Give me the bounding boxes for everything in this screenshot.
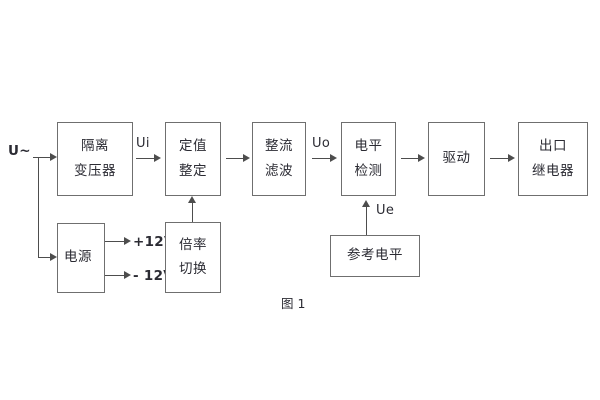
block-drive[interactable]: 驱动 <box>428 122 485 196</box>
arrowhead-drive-to-relay <box>508 154 515 162</box>
input-branch-trunk-wire <box>38 157 39 258</box>
wire-to-power-supply <box>38 257 52 258</box>
input-source-label: U~ <box>8 143 31 159</box>
block-level-detect-line2: 检测 <box>354 162 383 179</box>
input-stub-wire <box>33 157 39 158</box>
arrowhead-supply-positive <box>124 237 131 245</box>
block-output-relay[interactable]: 出口 继电器 <box>518 122 588 196</box>
signal-label-uo: Uo <box>312 136 331 151</box>
block-isolation-transformer-line1: 隔离 <box>81 138 109 154</box>
block-setting-value-line1: 定值 <box>179 138 207 154</box>
block-power-supply[interactable]: 电源 <box>57 223 105 293</box>
block-multiplier-switch[interactable]: 倍率 切换 <box>165 222 221 293</box>
block-rectify-filter-line2: 滤波 <box>265 162 293 179</box>
label-supply-negative: - 12V <box>133 268 175 284</box>
block-reference-level-line1: 参考电平 <box>347 247 403 264</box>
arrowhead-uo <box>330 154 337 162</box>
wire-drive-to-relay <box>490 158 511 159</box>
block-output-relay-line2: 继电器 <box>532 162 574 179</box>
wire-supply-negative <box>105 275 127 276</box>
arrowhead-supply-negative <box>124 271 131 279</box>
block-rectify-filter-line1: 整流 <box>265 138 293 154</box>
block-level-detect[interactable]: 电平 检测 <box>341 122 396 196</box>
wire-uo <box>312 158 333 159</box>
wire-ui <box>136 158 156 159</box>
block-power-supply-line1: 电源 <box>64 249 92 266</box>
wire-multiplier-to-setting <box>192 202 193 222</box>
arrowhead-level-to-drive <box>418 154 425 162</box>
block-level-detect-line1: 电平 <box>354 138 383 154</box>
block-isolation-transformer[interactable]: 隔离 变压器 <box>57 122 133 196</box>
block-setting-value-line2: 整定 <box>179 162 207 179</box>
arrowhead-ui <box>154 154 161 162</box>
block-drive-line1: 驱动 <box>442 150 471 167</box>
signal-label-ui: Ui <box>136 136 150 151</box>
block-rectify-filter[interactable]: 整流 滤波 <box>252 122 306 196</box>
block-reference-level[interactable]: 参考电平 <box>330 235 420 277</box>
block-multiplier-switch-line1: 倍率 <box>179 236 207 253</box>
arrowhead-setting-to-rectify <box>243 154 250 162</box>
arrowhead-to-isolation-transformer <box>50 153 57 161</box>
block-multiplier-switch-line2: 切换 <box>179 261 207 277</box>
signal-label-ue: Ue <box>376 203 395 218</box>
block-isolation-transformer-line2: 变压器 <box>74 162 116 179</box>
block-setting-value[interactable]: 定值 整定 <box>165 122 221 196</box>
wire-to-isolation-transformer <box>38 157 52 158</box>
wire-level-to-drive <box>401 158 421 159</box>
block-output-relay-line1: 出口 <box>539 138 567 154</box>
arrowhead-to-power-supply <box>50 253 57 261</box>
wire-supply-positive <box>105 241 127 242</box>
label-supply-positive: +12V <box>133 234 175 250</box>
arrowhead-reference-to-level-detect <box>362 200 370 207</box>
wire-reference-to-level-detect <box>366 206 367 235</box>
figure-caption: 图 1 <box>281 296 306 311</box>
wire-setting-to-rectify <box>226 158 246 159</box>
arrowhead-multiplier-to-setting <box>188 196 196 203</box>
